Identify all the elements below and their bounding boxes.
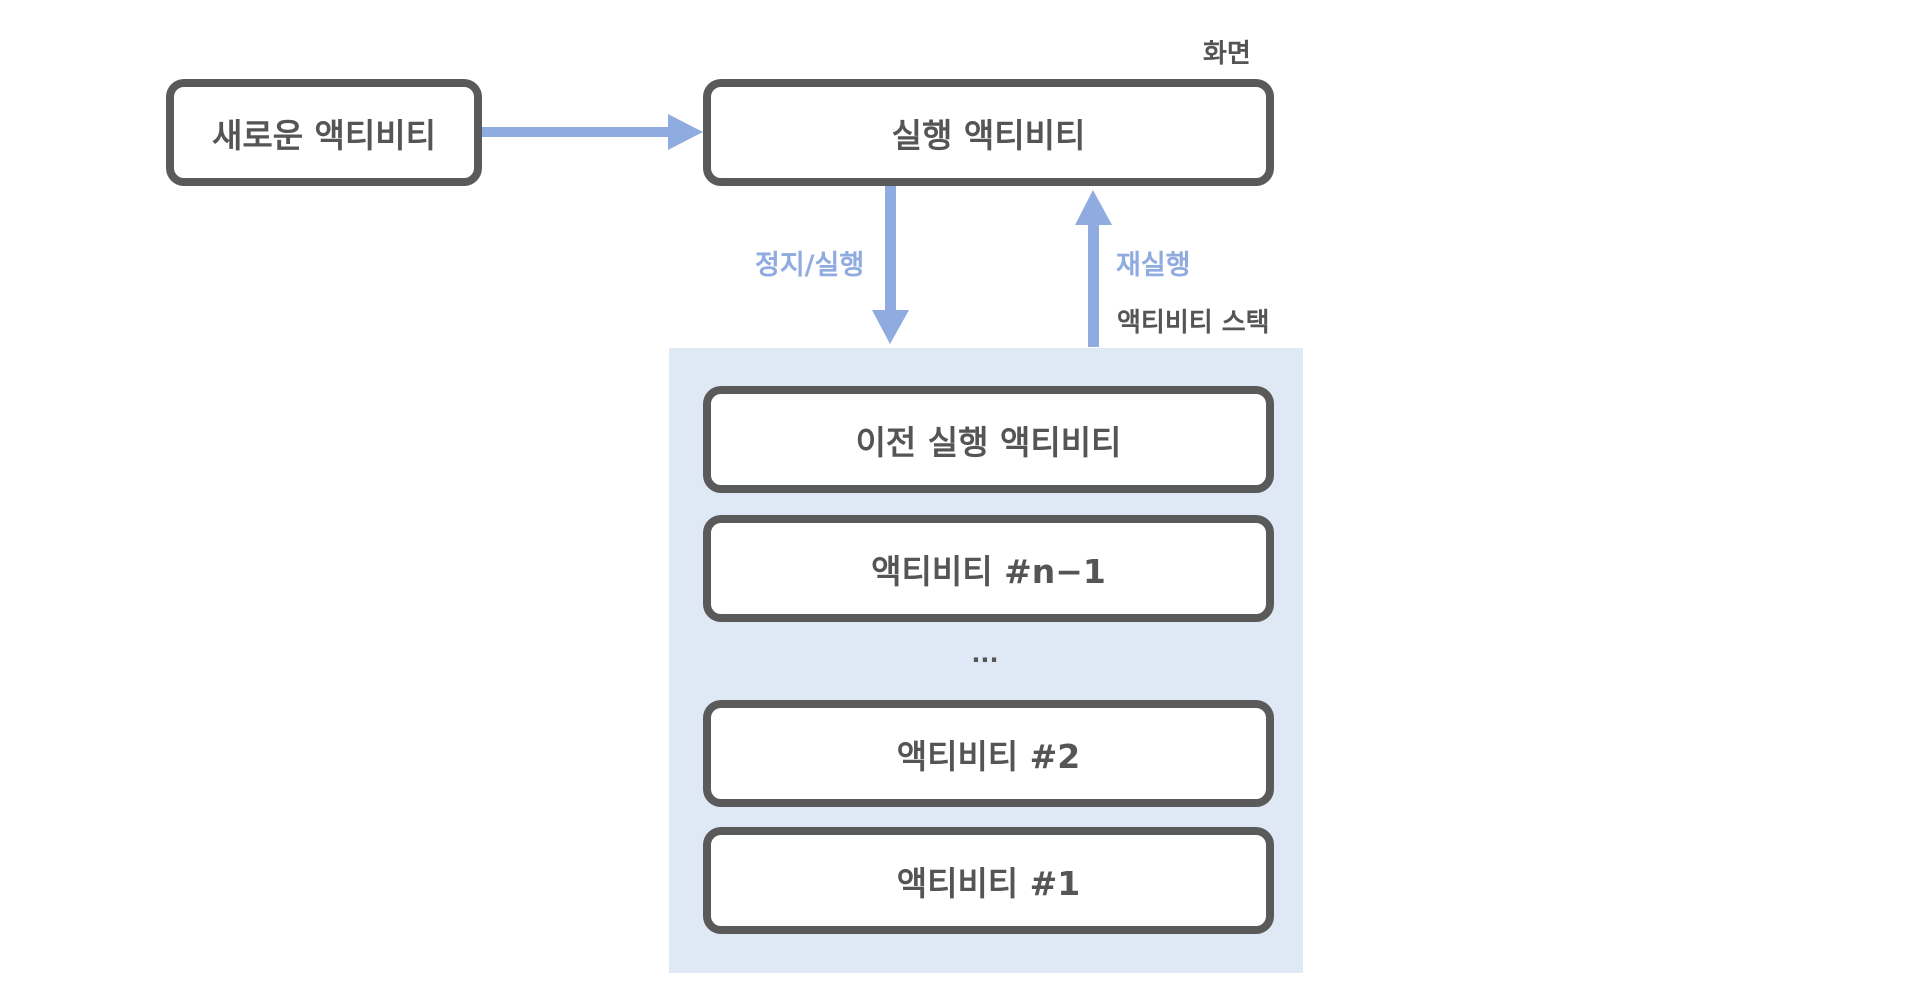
activity-1-node: 액티비티 #1 [703, 827, 1274, 934]
previous-running-activity-label: 이전 실행 액티비티 [855, 422, 1122, 462]
activity-n-minus-1-label: 액티비티 #n−1 [871, 551, 1106, 591]
pause-arrow [872, 186, 909, 344]
activity-2-node: 액티비티 #2 [703, 700, 1274, 807]
new-to-running-arrow [482, 114, 703, 150]
activity-1-label: 액티비티 #1 [896, 863, 1081, 903]
screen-label: 화면 [1203, 39, 1251, 69]
activity-2-label: 액티비티 #2 [896, 736, 1081, 776]
previous-running-activity-node: 이전 실행 액티비티 [703, 386, 1274, 493]
stack-ellipsis: ... [971, 640, 999, 668]
resume-label: 재실행 [1116, 250, 1191, 281]
running-activity-label: 실행 액티비티 [891, 115, 1086, 155]
pause-run-label: 정지/실행 [755, 250, 865, 281]
resume-arrow [1075, 190, 1112, 347]
running-activity-node: 실행 액티비티 [703, 79, 1274, 186]
new-activity-label: 새로운 액티비티 [211, 115, 436, 155]
activity-stack-label: 액티비티 스택 [1117, 308, 1270, 338]
new-activity-node: 새로운 액티비티 [166, 79, 482, 186]
activity-n-minus-1-node: 액티비티 #n−1 [703, 515, 1274, 622]
